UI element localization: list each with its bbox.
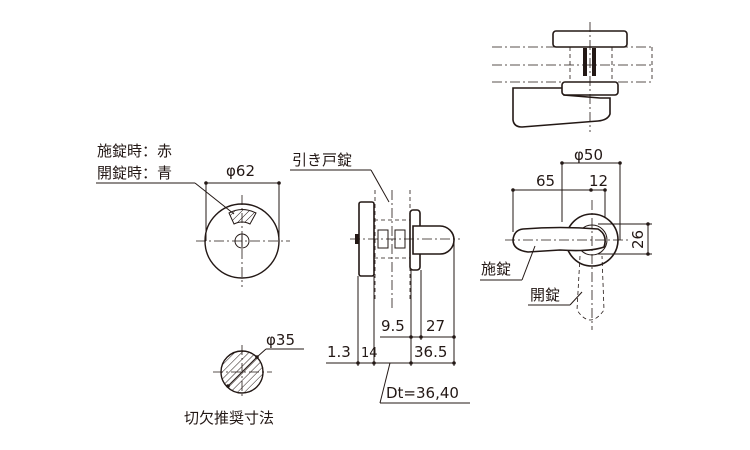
top-view: [492, 22, 653, 132]
leader-line: [569, 291, 583, 306]
dim-dot: [226, 384, 230, 388]
height-label: 26: [629, 230, 647, 249]
lever-length-label: 65: [536, 172, 555, 190]
dim-27: 27: [426, 317, 445, 335]
side-view: 引き戸錠 9.5 27 1.3 14 36.5: [290, 151, 470, 404]
dim-dot: [356, 361, 360, 365]
cutout-view: φ35 切欠推奨寸法: [184, 331, 304, 427]
dim-36-5: 36.5: [414, 343, 447, 361]
screw: [583, 48, 587, 76]
dim-dot: [409, 361, 413, 365]
offset-label: 12: [589, 172, 608, 190]
dim-14: 14: [361, 346, 378, 361]
lever-view: φ50 65 12 26 施錠 開錠: [480, 146, 652, 330]
indicator-view: 施錠時：赤 開錠時：青 φ62: [96, 142, 290, 287]
lever-top: [512, 87, 611, 128]
leader-line: [370, 169, 390, 203]
dim-9-5: 9.5: [381, 317, 405, 335]
dim-dot: [452, 335, 456, 339]
unlocked-label: 開錠: [530, 286, 560, 304]
dim-dot: [646, 252, 650, 256]
indicator-window: [228, 209, 257, 225]
lock-color-label: 施錠時：赤: [97, 142, 172, 160]
locked-label: 施錠: [481, 260, 511, 278]
dim-1-3: 1.3: [327, 343, 351, 361]
dim-dot: [452, 361, 456, 365]
cutout-caption: 切欠推奨寸法: [184, 409, 274, 427]
leader-line: [521, 245, 536, 281]
dim-dot: [419, 335, 423, 339]
side-view-title: 引き戸錠: [292, 151, 352, 169]
leader-line: [194, 182, 235, 215]
lever-unlocked-position: [576, 255, 605, 321]
leader-line: [379, 362, 391, 404]
dim-dot: [589, 188, 593, 192]
plate-diameter-label: φ62: [226, 162, 255, 180]
dim-dot: [409, 335, 413, 339]
cutout-diameter-label: φ35: [266, 331, 295, 349]
leader-line: [256, 348, 267, 358]
thumb-turn: [412, 225, 455, 255]
dim-dot: [646, 222, 650, 226]
screw: [592, 48, 596, 76]
door-thickness-label: Dt=36,40: [386, 384, 459, 402]
dim-dot: [372, 361, 376, 365]
rosette-diameter-label: φ50: [574, 146, 603, 164]
unlock-color-label: 開錠時：青: [97, 164, 172, 182]
leader-line: [226, 356, 258, 388]
